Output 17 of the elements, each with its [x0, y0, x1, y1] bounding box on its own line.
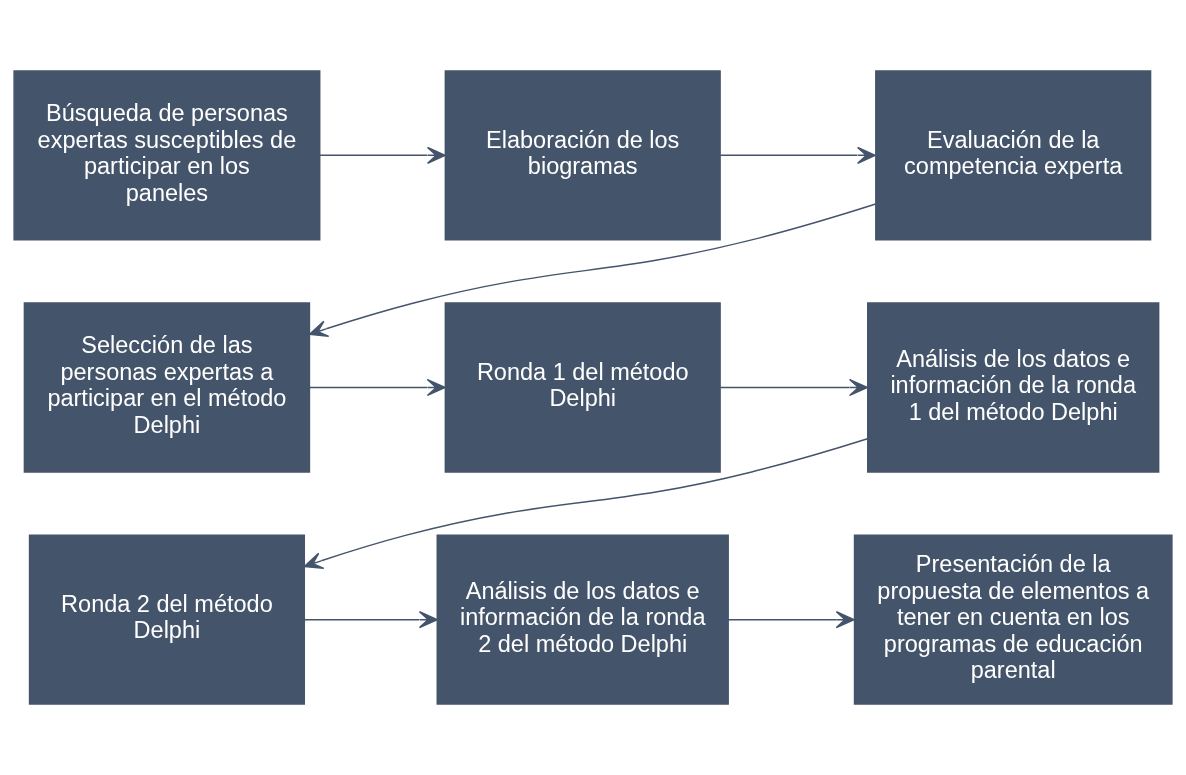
node-box: Ronda 1 del método Delphi [444, 302, 721, 473]
node-box: Análisis de los datos e información de la ronda 1 del método Delphi [867, 302, 1160, 473]
node-box: Presentación de la propuesta de elementos a tener en cuenta en los programas de educación parental [853, 534, 1173, 705]
arrow [727, 610, 855, 629]
arrow [303, 438, 869, 570]
arrow [719, 146, 877, 165]
arrow [303, 610, 438, 629]
arrow [319, 146, 446, 165]
node-box: Elaboración de los biogramas [444, 70, 721, 241]
node-box: Selección de las personas expertas a participar en el método Delphi [23, 302, 311, 473]
node-box: Análisis de los datos e información de la ronda 2 del método Delphi [436, 534, 729, 705]
arrow [308, 378, 446, 397]
node-box: Evaluación de la competencia experta [875, 70, 1152, 241]
arrow [308, 203, 877, 338]
node-box: Ronda 2 del método Delphi [28, 534, 306, 705]
node-box: Búsqueda de personas expertas susceptibles de participar en los paneles [13, 70, 321, 241]
arrow [719, 378, 868, 397]
